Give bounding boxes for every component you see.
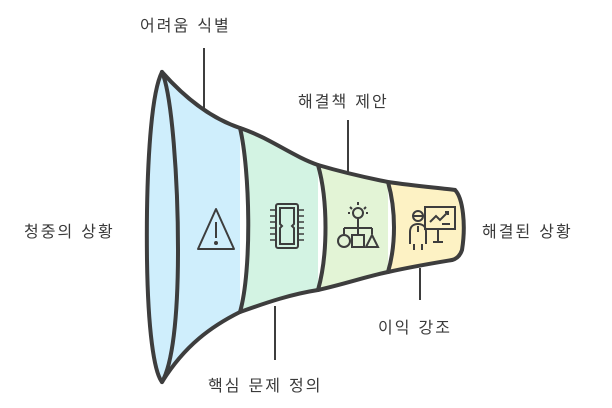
output-label: 해결된 상황 [482,222,573,241]
presenter-chart-icon [409,206,456,250]
chip-icon [270,203,304,249]
input-label: 청중의 상황 [24,222,115,241]
leader-lines [203,48,421,360]
stage-2-label: 핵심 문제 정의 [208,376,323,395]
stage-1-fill [147,72,240,382]
funnel-outline [144,70,466,384]
stage-4-label: 이익 강조 [378,318,452,337]
stage-1-label: 어려움 식별 [140,16,231,35]
stage-3-label: 해결책 제안 [298,92,389,111]
warning-triangle-icon [197,208,235,250]
idea-structure-icon [337,202,380,248]
